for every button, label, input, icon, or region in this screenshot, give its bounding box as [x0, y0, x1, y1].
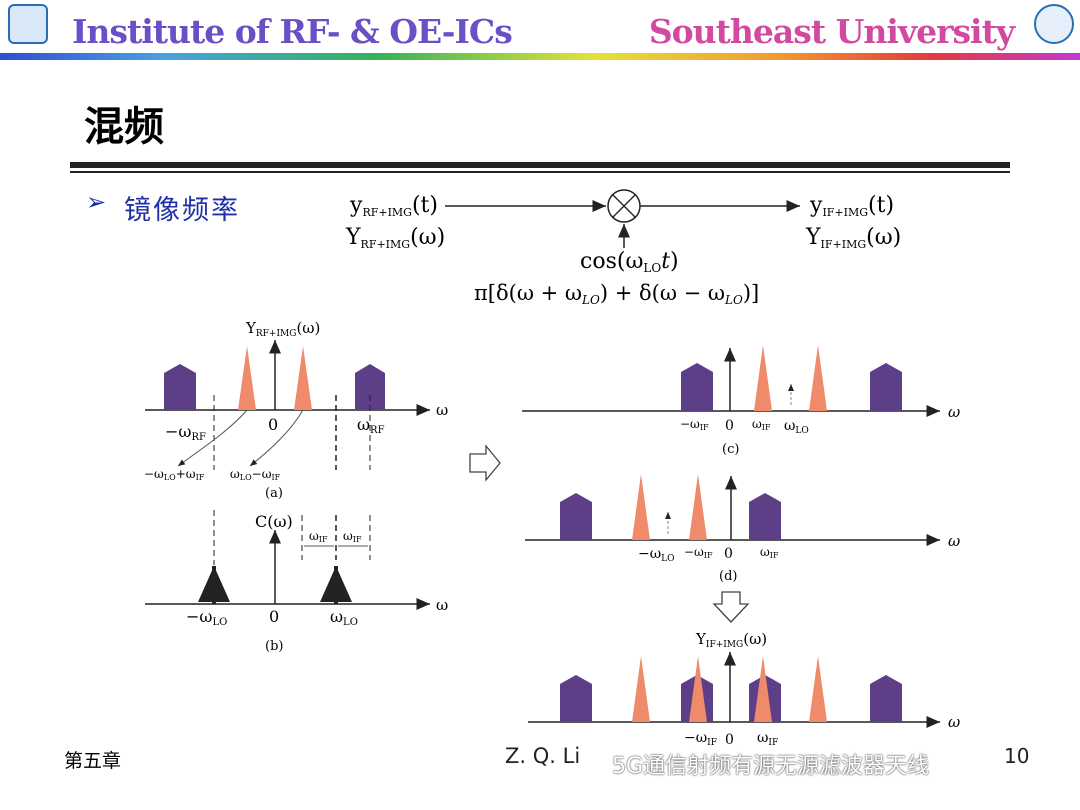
- label-image-neg: −ωLO+ωIF: [144, 467, 205, 482]
- header-institute-name: Institute of RF- & OE-ICs: [72, 12, 513, 51]
- signal-d-pos: [749, 493, 781, 540]
- image-c-2: [809, 345, 827, 411]
- label-c-wif: ωIF: [752, 417, 771, 432]
- label-wrf: ωRF: [357, 415, 385, 436]
- label-image-pos: ωLO−ωIF: [230, 467, 281, 482]
- caption-c: (c): [722, 442, 739, 457]
- label-e-neg-wif: −ωIF: [684, 730, 717, 748]
- spectrum-e-title: YIF+IMG(ω): [695, 630, 767, 650]
- spectrum-b-title: C(ω): [255, 512, 293, 531]
- axis-omega-d: ω: [948, 532, 960, 550]
- spectrum-d: −ωLO −ωIF 0 ωIF ω (d): [525, 474, 960, 584]
- watermark-text: 5G通信射频有源无源滤波器天线: [612, 754, 930, 779]
- hollow-arrow-down-icon: [712, 591, 750, 623]
- axis-omega-c: ω: [948, 403, 960, 421]
- label-zero-a: 0: [268, 415, 278, 434]
- label-wif-2: ωIF: [343, 529, 362, 544]
- arrowhead-bullet-icon: ➢: [86, 188, 107, 216]
- caption-b: (b): [265, 639, 283, 654]
- caption-a: (a): [265, 486, 283, 501]
- signal-c-pos: [870, 363, 902, 411]
- axis-omega-e: ω: [948, 713, 960, 731]
- lo-spectrum-label: π[δ(ω + ωLO) + δ(ω − ωLO)]: [474, 281, 759, 307]
- mixer-block-diagram: yRF+IMG(t) YRF+IMG(ω) yIF+IMG(t) YIF+IMG…: [345, 189, 901, 307]
- signal-rf-positive: [355, 364, 385, 410]
- input-freq-signal: YRF+IMG(ω): [345, 225, 445, 251]
- spectrum-b: C(ω) ωIF ωIF −ωLO 0 ωLO ω (b): [145, 510, 448, 654]
- label-d-neg-wlo: −ωLO: [638, 546, 675, 564]
- footer-chapter: 第五章: [64, 750, 122, 772]
- university-seal-icon: [1034, 4, 1074, 44]
- spectrum-a-title: YRF+IMG(ω): [245, 319, 320, 339]
- label-d-neg-wif: −ωIF: [684, 545, 713, 560]
- axis-omega-a: ω: [436, 401, 448, 419]
- label-wlo: ωLO: [330, 607, 358, 628]
- label-zero-b: 0: [269, 607, 279, 626]
- label-c-neg-wif: −ωIF: [680, 417, 709, 432]
- label-d-zero: 0: [724, 546, 733, 562]
- spectrum-e: YIF+IMG(ω) −ωIF 0 ωIF ω: [528, 630, 960, 748]
- label-c-zero: 0: [725, 418, 734, 434]
- label-e-zero: 0: [725, 732, 734, 748]
- label-neg-wlo: −ωLO: [186, 607, 227, 628]
- lo-cosine-label: cos(ωLOt): [580, 249, 679, 275]
- image-c-1: [754, 345, 772, 411]
- institute-logo-icon: [8, 4, 48, 44]
- image-positive: [294, 346, 312, 410]
- image-negative: [238, 346, 256, 410]
- page-number: 10: [1004, 744, 1030, 768]
- signal-rf-negative: [164, 364, 196, 410]
- signal-c-neg: [681, 363, 713, 411]
- axis-omega-b: ω: [436, 596, 448, 614]
- label-d-wif: ωIF: [760, 545, 779, 560]
- label-e-wif: ωIF: [757, 730, 778, 748]
- slide-title: 混频: [84, 104, 164, 150]
- header-university-name: Southeast University: [648, 12, 1015, 51]
- footer-author: Z. Q. Li: [505, 744, 581, 768]
- title-rule-thin: [70, 171, 1010, 173]
- hollow-arrow-right-icon: [469, 444, 501, 482]
- title-rule: [70, 162, 1010, 168]
- image-d-2: [689, 474, 707, 540]
- spectrum-c: −ωIF 0 ωIF ωLO ω (c): [522, 345, 960, 457]
- signal-d-neg: [560, 493, 592, 540]
- bullet-subtitle: 镜像频率: [124, 195, 240, 226]
- label-c-wlo: ωLO: [784, 418, 809, 436]
- label-neg-wrf: −ωRF: [165, 422, 206, 443]
- output-freq-signal: YIF+IMG(ω): [805, 225, 901, 251]
- spectrum-a: YRF+IMG(ω) −ωRF 0 ωRF ω −ωLO+ωIF ωLO−ωIF…: [144, 319, 448, 501]
- label-wif-1: ωIF: [309, 529, 328, 544]
- image-d-1: [632, 474, 650, 540]
- input-time-signal: yRF+IMG(t): [349, 193, 438, 219]
- output-time-signal: yIF+IMG(t): [809, 193, 894, 219]
- caption-d: (d): [719, 569, 737, 584]
- header-rainbow-divider: [0, 53, 1080, 60]
